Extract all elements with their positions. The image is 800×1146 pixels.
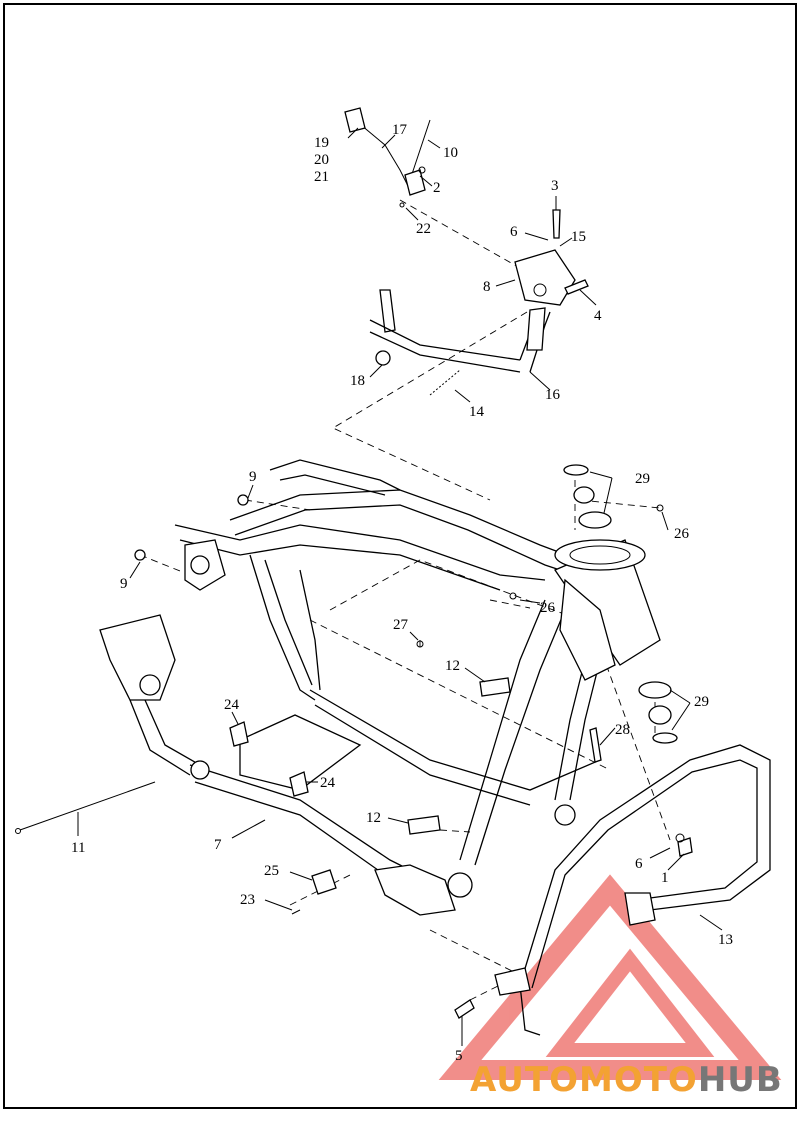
jiffy-stand-assembly [369,209,693,1019]
callout-16: 16 [545,387,561,403]
callout-6-top: 6 [510,224,518,240]
watermark-logo-text: AUTOMOTOHUB [470,1060,783,1100]
callout-25: 25 [264,863,279,879]
callout-2: 2 [433,180,441,196]
callout-8: 8 [483,279,491,295]
callout-5: 5 [455,1048,463,1064]
callout-12-top: 12 [445,658,460,674]
callout-9-top: 9 [249,469,257,485]
leader-lines [77,127,723,1046]
callout-21: 21 [314,169,329,185]
motorcycle-frame [99,459,661,916]
callout-7: 7 [214,837,222,853]
callout-29-top: 29 [635,471,650,487]
callout-1: 1 [661,870,669,886]
callout-20: 20 [314,152,329,168]
callout-24-right: 24 [320,775,336,791]
sensor-harness [344,107,431,208]
watermark-word-auto: AUTO [470,1060,579,1100]
callout-24-left: 24 [224,697,240,713]
small-parts [15,464,685,915]
callout-15: 15 [571,229,586,245]
callout-23: 23 [240,892,255,908]
callout-19: 19 [314,135,329,151]
callout-12-bottom: 12 [366,810,381,826]
callout-9-left: 9 [120,576,128,592]
callout-26-mid: 26 [540,600,556,616]
callout-26-right: 26 [674,526,690,542]
callout-17: 17 [392,122,408,138]
diagram-border [3,3,797,1109]
callout-6-bottom: 6 [635,856,643,872]
watermark-word-moto: MOTO [578,1060,698,1100]
watermark-word-hub: HUB [697,1060,783,1100]
callout-3: 3 [551,178,559,194]
callout-14: 14 [469,404,485,420]
callout-labels: 19 20 21 17 10 2 22 3 6 15 8 4 18 14 16 … [71,122,733,1064]
callout-29-bottom: 29 [694,694,709,710]
callout-11: 11 [71,840,85,856]
callout-18: 18 [350,373,365,389]
crash-bar [494,744,771,1036]
callout-27: 27 [393,617,409,633]
callout-13: 13 [718,932,733,948]
callout-10: 10 [443,145,458,161]
callout-4: 4 [594,308,602,324]
callout-28: 28 [615,722,630,738]
callout-22: 22 [416,221,431,237]
